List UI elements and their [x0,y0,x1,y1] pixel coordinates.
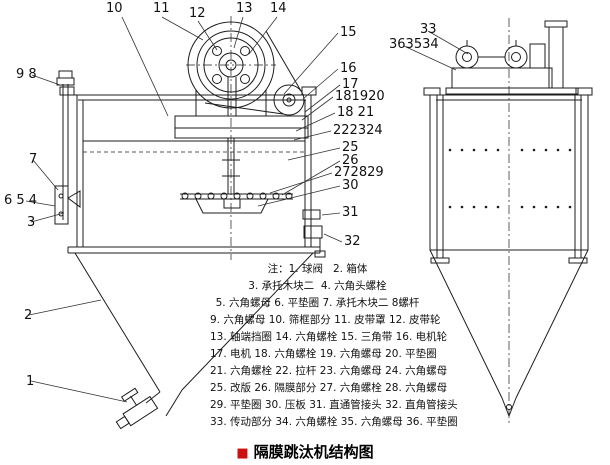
callout-15: 15 [340,25,357,40]
legend-line: 5. 六角螺母 6. 平垫圈 7. 承托木块二 8螺杆 [215,297,420,309]
side-view-drawing [423,18,593,424]
callout-30: 30 [342,178,359,193]
legend-line: 17. 电机 18. 六角螺栓 19. 六角螺母 20. 平垫圈 [210,348,437,360]
callout-25: 25 [342,140,359,155]
parts-legend: 注：1. 球阀 2. 箱体 3. 承托木块二 4. 六角头螺栓 5. 六角螺母 … [210,261,458,431]
callout-3: 3 [27,215,36,230]
callout-17: 17 [342,77,359,92]
rivet-dots [448,148,572,209]
callout-31: 31 [342,205,359,220]
callout-13: 13 [236,1,253,16]
callout-11: 11 [153,1,170,16]
front-view-drawing [54,16,326,430]
callout-9-8: 9 8 [16,67,37,82]
legend-line: 13. 轴端挡圈 14. 六角螺栓 15. 三角带 16. 电机轮 [210,331,448,343]
title-text: 隔膜跳汰机结构图 [253,443,374,461]
callout-1: 1 [26,374,35,389]
callout-6-5-4: 6 5 4 [4,193,38,208]
callout-14: 14 [270,1,287,16]
callout-36-35-34: 363534 [389,37,439,52]
legend-line: 注：1. 球阀 2. 箱体 [267,263,368,275]
callout-22-23-24: 222324 [333,123,383,138]
legend-line: 33. 传动部分 34. 六角螺栓 35. 六角螺母 36. 平垫圈 [210,416,458,428]
diagram-title: ■ 隔膜跳汰机结构图 [150,441,460,462]
callout-26: 26 [342,153,359,168]
callout-7: 7 [29,152,38,167]
legend-line: 29. 平垫圈 30. 压板 31. 直通管接头 32. 直角管接头 [210,399,458,411]
legend-line: 3. 承托木块二 4. 六角头螺栓 [248,280,387,292]
legend-line: 9. 六角螺母 10. 筛框部分 11. 皮带罩 12. 皮带轮 [210,314,441,326]
legend-line: 21. 六角螺栓 22. 拉杆 23. 六角螺母 24. 六角螺母 [210,365,448,377]
callout-2: 2 [24,308,33,323]
callout-16: 16 [340,61,357,76]
legend-line: 25. 改版 26. 隔膜部分 27. 六角螺栓 28. 六角螺母 [210,382,448,394]
callout-18-19-20: 181920 [335,89,385,104]
callout-27-28-29: 272829 [334,165,384,180]
callout-33: 33 [420,22,437,37]
callout-10: 10 [106,1,123,16]
callout-12: 12 [189,6,206,21]
callout-18-21: 18 21 [337,105,375,120]
red-square-bullet: ■ [236,446,249,461]
callout-32: 32 [344,234,361,249]
callout-leader-lines [25,16,469,403]
